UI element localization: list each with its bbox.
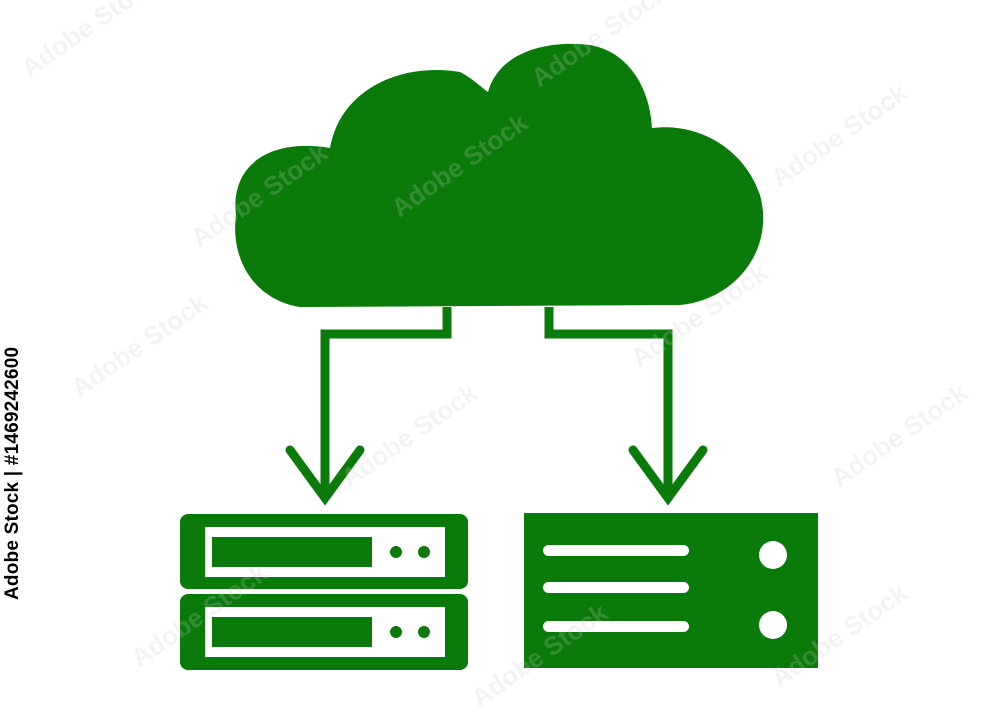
arrow-down-icon (544, 307, 708, 506)
rack-server-icon (180, 514, 468, 670)
server-box-icon (524, 513, 818, 668)
arrow-down-icon (285, 307, 452, 506)
stock-id-caption: Adobe Stock | #1469242600 (2, 346, 23, 600)
cloud-icon (235, 43, 764, 308)
